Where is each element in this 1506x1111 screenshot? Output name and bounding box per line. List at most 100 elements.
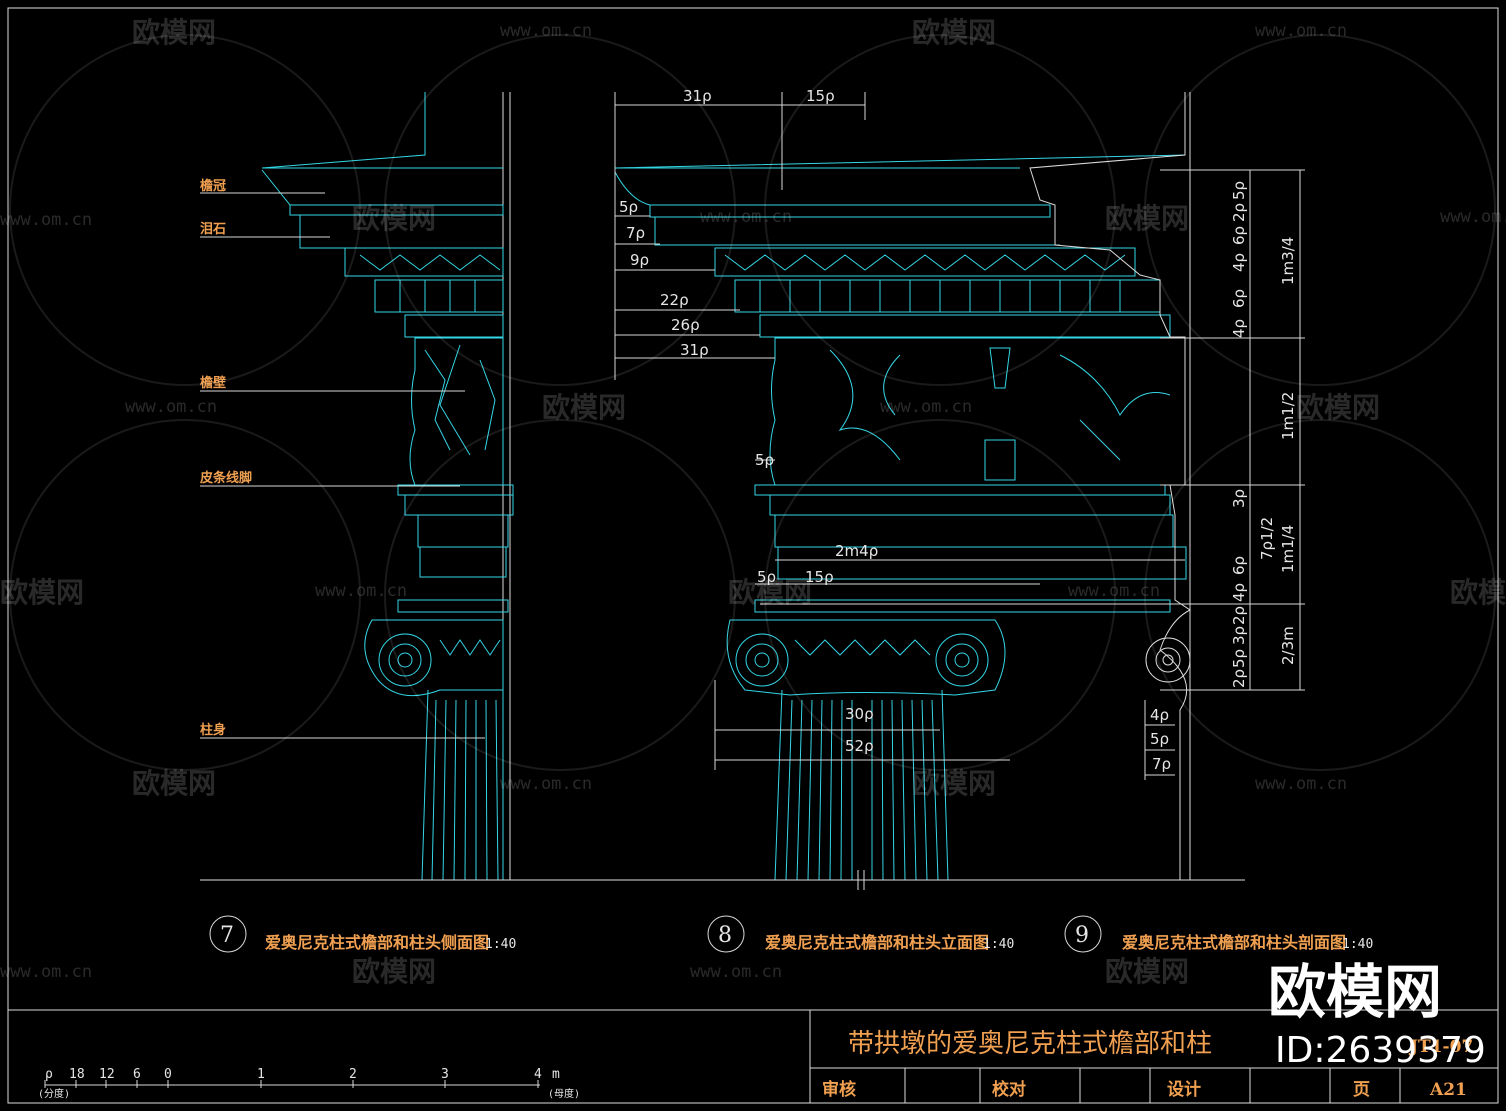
dim-top-15p: 15ρ — [806, 87, 835, 105]
watermark-url: www.om.cn — [1255, 21, 1347, 41]
view-number: 8 — [718, 923, 732, 948]
dim-right-col2: 1m3/4 — [1279, 237, 1297, 285]
dimension-lines — [614, 92, 1305, 780]
view-7-side-elevation — [261, 92, 514, 881]
dim-right-col1: 3ρ — [1230, 626, 1248, 645]
dimension-text: 31ρ 15ρ 5ρ 7ρ 9ρ 22ρ 26ρ 31ρ 5ρ 2m4ρ 5ρ … — [619, 87, 1297, 773]
label-frieze: 檐壁 — [200, 375, 226, 391]
watermarks: 欧模网 www.om.cn 欧模网 www.om.cn www.om.cn 欧模… — [0, 16, 1506, 988]
dim-step: 26ρ — [671, 316, 700, 334]
dim-right-col1: 2ρ — [1230, 203, 1248, 222]
watermark-brand: 欧模网 — [1450, 576, 1506, 609]
watermark-brand: 欧模网 — [352, 955, 436, 988]
cell-review: 审核 — [822, 1079, 856, 1100]
watermark-url: www.om.cn — [1440, 207, 1506, 227]
cell-check: 校对 — [992, 1079, 1026, 1100]
dim-right-small: 7ρ — [1152, 755, 1171, 773]
watermark-brand: 欧模网 — [912, 767, 996, 800]
dim-right-col1: 5ρ — [1230, 649, 1248, 668]
view-scale: 1:40 — [485, 937, 516, 952]
cell-sheet-no: A21 — [1429, 1080, 1467, 1100]
watermark-brand: 欧模网 — [912, 16, 996, 49]
dim-capital: 2m4ρ — [835, 542, 878, 560]
watermark-brand: 欧模网 — [1105, 202, 1189, 235]
drawing-title: 带拱墩的爱奥尼克柱式檐部和柱 — [848, 1028, 1212, 1058]
watermark-brand: 欧模网 — [1296, 391, 1380, 424]
watermark-url: www.om.cn — [0, 210, 92, 230]
label-shaft: 柱身 — [200, 722, 226, 738]
watermark-brand: 欧模网 — [0, 576, 84, 609]
label-fillet-moulding: 皮条线脚 — [199, 470, 252, 486]
dim-right-col2: 7ρ1/2 — [1258, 517, 1276, 560]
dim-right-col1: 4ρ — [1230, 253, 1248, 272]
dim-right-small: 5ρ — [1150, 730, 1169, 748]
dim-right-col1: 2ρ — [1230, 669, 1248, 688]
label-cornice: 檐冠 — [200, 178, 226, 194]
dim-capital: 15ρ — [805, 568, 834, 586]
dim-right-col2: 1m1/4 — [1279, 525, 1297, 573]
dim-step: 7ρ — [626, 224, 645, 242]
scale-tick: 2 — [349, 1067, 357, 1082]
watermark-brand: 欧模网 — [132, 767, 216, 800]
scale-bar: ρ 18 12 6 0 1 2 3 4 m (分度) (母度) — [38, 1067, 580, 1100]
brand-logo-text: 欧模网 — [1268, 958, 1442, 1026]
label-leaders — [200, 192, 485, 739]
dim-step: 9ρ — [630, 251, 649, 269]
scale-tick: ρ — [45, 1067, 53, 1082]
dim-right-col2: 1m1/2 — [1279, 392, 1297, 440]
watermark-url: www.om.cn — [690, 962, 782, 982]
part-labels: 檐冠 泪石 檐壁 皮条线脚 柱身 — [199, 178, 252, 738]
view-9-section — [1029, 92, 1191, 880]
view-number: 7 — [220, 923, 234, 948]
scale-tick: 12 — [99, 1067, 115, 1082]
dim-right-col1: 4ρ — [1230, 319, 1248, 338]
view-scale: 1:40 — [1342, 937, 1373, 952]
scale-tick: 3 — [441, 1067, 449, 1082]
watermark-url: www.om.cn — [125, 397, 217, 417]
dim-right-col1: 6ρ — [1230, 289, 1248, 308]
view-title: 爱奥尼克柱式檐部和柱头剖面图 — [1122, 933, 1346, 952]
dim-right-col1: 4ρ — [1230, 583, 1248, 602]
label-corona: 泪石 — [200, 221, 226, 237]
watermark-brand: 欧模网 — [542, 391, 626, 424]
dim-right-col1: 6ρ — [1230, 226, 1248, 245]
dim-shaft-52p: 52ρ — [845, 737, 874, 755]
watermark-url: www.om.cn — [880, 397, 972, 417]
view-scale: 1:40 — [983, 937, 1014, 952]
scale-tick: 0 — [164, 1067, 172, 1082]
watermark-url: www.om.cn — [1068, 581, 1160, 601]
dim-right-col1: 5ρ — [1230, 181, 1248, 200]
scale-right-unit: (母度) — [548, 1087, 580, 1100]
watermark-brand: 欧模网 — [1105, 955, 1189, 988]
dim-frieze-5p: 5ρ — [755, 451, 774, 469]
dim-step: 5ρ — [619, 198, 638, 216]
cell-page: 页 — [1353, 1080, 1370, 1100]
dim-right-col1: 2ρ — [1230, 606, 1248, 625]
scale-tick: 1 — [257, 1067, 265, 1082]
view-number: 9 — [1075, 923, 1089, 948]
dim-right-small: 4ρ — [1150, 706, 1169, 724]
watermark-url: www.om.cn — [700, 207, 792, 227]
dim-right-col1: 6ρ — [1230, 556, 1248, 575]
dim-capital: 5ρ — [757, 568, 776, 586]
dim-right-col1: 3ρ — [1230, 489, 1248, 508]
title-block: 带拱墩的爱奥尼克柱式檐部和柱 JT1-07 审核 校对 设计 页 A21 — [809, 1009, 1499, 1104]
brand-id: ID:2639379 — [1275, 1030, 1486, 1071]
dim-shaft-30p: 30ρ — [845, 705, 874, 723]
view-title: 爱奥尼克柱式檐部和柱头侧面图 — [265, 933, 489, 952]
scale-left-unit: (分度) — [38, 1087, 70, 1100]
dim-step: 31ρ — [680, 341, 709, 359]
cell-design: 设计 — [1167, 1079, 1201, 1100]
watermark-rings — [9, 34, 1496, 771]
scale-tick: 6 — [133, 1067, 141, 1082]
watermark-url: www.om.cn — [0, 962, 92, 982]
dim-top-31p: 31ρ — [683, 87, 712, 105]
watermark-url: www.om.cn — [315, 581, 407, 601]
watermark-brand: 欧模网 — [728, 576, 812, 609]
sheet-frame — [7, 7, 1499, 1104]
watermark-url: www.om.cn — [500, 774, 592, 794]
watermark-brand: 欧模网 — [132, 16, 216, 49]
watermark-brand: 欧模网 — [352, 202, 436, 235]
dim-right-col2: 2/3m — [1279, 626, 1297, 665]
